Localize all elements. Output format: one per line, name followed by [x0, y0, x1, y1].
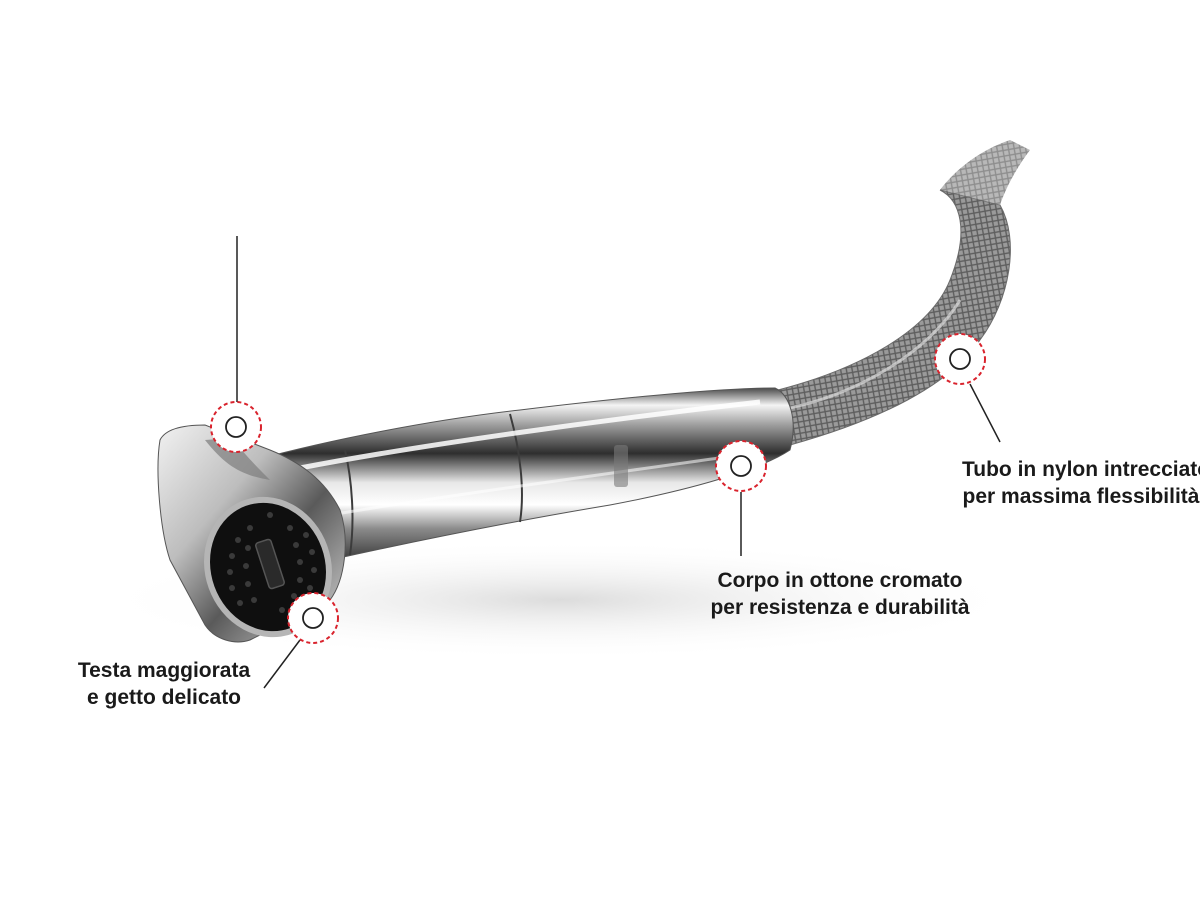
callout-markers — [210, 333, 986, 644]
brand-logo — [614, 445, 628, 487]
callout-head-line-2: e getto delicato — [86, 686, 242, 709]
callout-head-line-1: Testa maggiorata — [77, 659, 251, 682]
spray-nozzles — [227, 512, 317, 613]
marker-top — [210, 401, 262, 453]
callout-hose-line-1: Tubo in nylon intrecciato — [962, 458, 1200, 481]
callout-label-head: Testa maggiorata e getto delicato — [72, 657, 256, 711]
callout-label-body: Corpo in ottone cromato per resistenza e… — [690, 567, 990, 621]
braided-hose — [769, 140, 1030, 446]
callout-hose-line-2: per massima flessibilità — [962, 485, 1200, 508]
callout-body-line-2: per resistenza e durabilità — [710, 596, 970, 619]
callout-label-hose: Tubo in nylon intrecciato per massima fl… — [962, 456, 1200, 510]
spray-slot — [255, 538, 285, 590]
callout-lines — [236, 236, 1001, 689]
marker-head — [287, 592, 339, 644]
callout-line-head — [263, 639, 301, 689]
callout-body-line-1: Corpo in ottone cromato — [717, 569, 963, 592]
marker-hose — [934, 333, 986, 385]
chrome-body — [254, 387, 794, 561]
marker-body — [715, 440, 767, 492]
callout-line-hose — [969, 383, 1001, 443]
body-seam — [509, 413, 523, 523]
